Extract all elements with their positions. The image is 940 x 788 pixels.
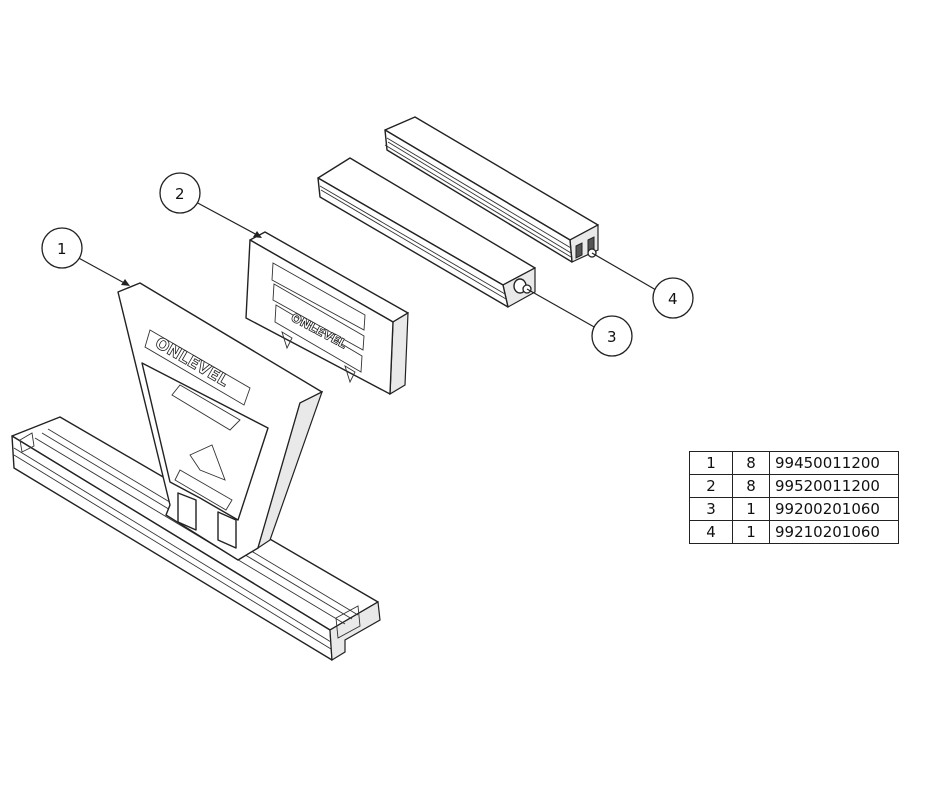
item-number: 3 [689,497,733,521]
svg-text:2: 2 [175,185,185,203]
table-row: 4 1 99210201060 [689,520,899,544]
table-row: 2 8 99520011200 [689,474,899,498]
balloon-2: 2 [159,172,262,238]
part-3-rail [317,157,536,308]
svg-text:4: 4 [668,290,678,308]
quantity: 8 [732,451,770,475]
table-row: 1 8 99450011200 [689,451,899,475]
part-2-gauge-block: ONLEVEL [245,231,409,396]
balloon-3: 3 [522,284,633,357]
item-number: 4 [689,520,733,544]
table-row: 3 1 99200201060 [689,497,899,521]
part-number: 99520011200 [769,474,899,498]
balloon-4: 4 [587,248,694,319]
quantity: 8 [732,474,770,498]
part-number: 99200201060 [769,497,899,521]
part-4-rail [384,116,599,263]
item-number: 1 [689,451,733,475]
part-1-bracket: ONLEVEL [11,282,381,662]
item-number: 2 [689,474,733,498]
quantity: 1 [732,497,770,521]
part-number: 99210201060 [769,520,899,544]
part-number: 99450011200 [769,451,899,475]
svg-text:1: 1 [57,240,67,258]
parts-list-table: 1 8 99450011200 2 8 99520011200 3 1 9920… [689,451,899,544]
quantity: 1 [732,520,770,544]
svg-text:3: 3 [607,328,617,346]
balloon-1: 1 [41,227,130,286]
